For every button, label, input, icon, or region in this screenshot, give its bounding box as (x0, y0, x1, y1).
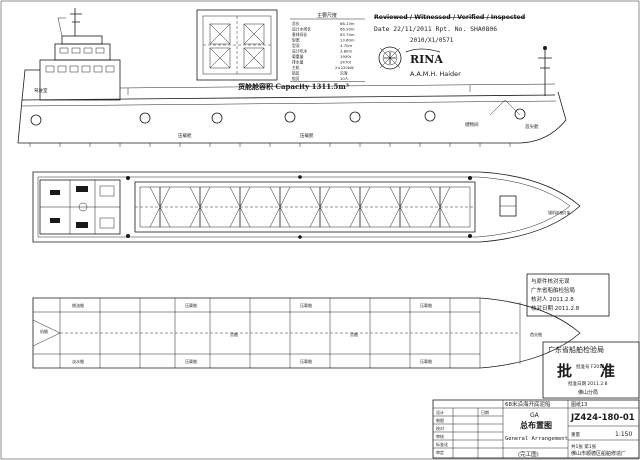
label-mast-note: 前桅灯架 (556, 210, 571, 215)
label-ballast-3: 压载舱 (300, 302, 312, 308)
tb-row-label: 校对 (436, 425, 444, 431)
particular-value: 4.70m (340, 43, 352, 48)
particular-label: 垂线间长 (292, 32, 307, 37)
tb-scale: 1:150 (615, 431, 632, 438)
tb-row-label: 设计 (436, 409, 444, 415)
stamp-date-line: Date 22/11/2011 Rpt. No. SHA0806 (374, 25, 497, 33)
frame-ticks (29, 143, 511, 147)
seal-number: 批准号 F2011-xx (576, 363, 612, 370)
label-engine: 机舱 (40, 328, 48, 334)
stamp-review-line: Reviewed / Witnessed / Verified / Inspec… (374, 14, 525, 21)
deck-plan-view: 锚机 前桅灯架 (32, 171, 581, 243)
particulars-title: 主要尺度 (317, 12, 337, 19)
tb-sheet-ref: 图纸13 (571, 401, 587, 408)
particular-value: 沿海 (340, 71, 348, 76)
deckhouse-windows (45, 47, 115, 73)
particular-label: 载重量 (292, 54, 304, 59)
particular-label: 船员 (292, 76, 300, 81)
tb-weight-label: 重量 (571, 431, 580, 438)
tb-row-label: 审核 (436, 433, 444, 439)
tb-drawing-no: JZ424-180-01 (570, 413, 635, 423)
particular-value: 10人 (340, 76, 349, 81)
particular-label: 航区 (292, 71, 300, 76)
particulars-rows: 总长 68.13m 设计水线长 66.50m 垂线间长 63.70m 型宽 13… (292, 21, 355, 81)
tb-vessel: 68米沿海开底泥船 (505, 400, 551, 408)
seal-header: 广东省船舶检验局 (548, 345, 604, 354)
particular-value: 2470t (340, 60, 352, 65)
particular-label: 型宽 (292, 38, 300, 43)
tb-row-label: 制图 (436, 417, 444, 423)
label-store: 储物间 (465, 121, 479, 128)
principal-particulars-table: 主要尺度 总长 68.13m 设计水线长 66.50m 垂线间长 63.70m … (290, 12, 365, 82)
seal-branch: 佛山分局 (578, 389, 598, 396)
approval-line-3: 核对人 2011.2.8 (531, 295, 574, 303)
approval-seal: 广东省船舶检验局 批 准 批准号 F2011-xx 批准日期 2011.2.8 … (542, 341, 640, 399)
rina-logo (378, 46, 402, 70)
deck-bollards (126, 175, 472, 239)
label-ballast-2: 压载舱 (185, 358, 197, 364)
particular-label: 主机 (292, 65, 300, 70)
stamp-surveyor: A.A.M.H. Haider (410, 70, 461, 78)
approval-line-1: 与原件核对无误 (531, 277, 570, 285)
approval-line-2: 广东省船舶检验局 (531, 286, 575, 294)
capacity-label: 货舱舱容积 Capacity 1311.5m³ (237, 82, 349, 91)
seal-date: 批准日期 2011.2.8 (568, 380, 608, 387)
tb-row-label-date: 日期 (481, 409, 489, 415)
tb-company: 佛山市顺德区船舶修造厂 (571, 450, 626, 457)
tb-status: (完工图) (518, 450, 539, 458)
accommodation-furniture (50, 185, 115, 229)
tb-row-label: 标准化 (436, 441, 448, 447)
tb-en-title: General Arrangement (505, 436, 568, 442)
label-forepeak: 首尖舱 (525, 123, 539, 130)
tb-sheet: 共1张 第1张 (571, 443, 597, 450)
label-ballast-1: 压载舱 (185, 302, 197, 308)
label-forepeak-plan: 首尖舱 (530, 331, 542, 337)
label-fuel: 燃油舱 (72, 302, 84, 308)
hatch-detail-inset (196, 9, 278, 81)
tb-cn-title: 总布置图 (520, 420, 552, 430)
label-anchor: 锚机 (548, 209, 556, 215)
label-fw: 淡水舱 (72, 358, 84, 364)
label-ballast-profile-2: 压载舱 (300, 132, 314, 139)
particular-value: 1950t (340, 54, 352, 59)
label-hold-2: 货舱 (350, 331, 358, 337)
particular-label: 总长 (292, 21, 300, 26)
title-block: 设计 制图 校对 审核 标准化 审定 日期 68米沿海开底泥船 图纸13 GA … (432, 399, 640, 459)
particular-value: 63.70m (340, 32, 355, 37)
tb-row-label: 审定 (436, 449, 444, 455)
particular-label: 排水量 (292, 60, 304, 65)
label-deckhouse: 驾驶室 (34, 87, 48, 94)
label-ballast-profile: 压载舱 (178, 132, 192, 139)
approval-line-4: 核对日期 2011.2.8 (531, 304, 580, 312)
seal-body-right: 准 (600, 362, 615, 380)
particular-label: 设计水线长 (292, 27, 311, 32)
particular-value: 66.50m (340, 27, 355, 32)
label-ballast-4: 压载舱 (300, 358, 312, 364)
title-block-row-labels: 设计 制图 校对 审核 标准化 审定 日期 (436, 409, 489, 455)
stamp-hand-line: 2010/X1/0571 (410, 37, 454, 44)
seal-body-left: 批 (557, 362, 572, 380)
particular-value: 68.13m (340, 21, 355, 26)
particular-label: 设计吃水 (292, 49, 307, 54)
particular-value: 13.60m (340, 38, 355, 43)
stamp-society: RINA (410, 53, 443, 66)
particular-label: 型深 (292, 43, 300, 48)
profile-portholes (30, 108, 526, 126)
profile-view: 驾驶室 首尖舱 储物间 压载舱 压载舱 货舱舱容积 Capacity 1311.… (17, 8, 567, 147)
tank-plan-view: 机舱 燃油舱 淡水舱 压载舱 压载舱 压载舱 压载舱 压载舱 压载舱 货舱 货舱… (32, 297, 581, 369)
particular-value: 2×220kW (335, 65, 354, 70)
label-ballast-5: 压载舱 (420, 302, 432, 308)
label-ballast-6: 压载舱 (420, 358, 432, 364)
particular-value: 3.80m (340, 49, 352, 54)
label-hold-1: 货舱 (230, 331, 238, 337)
rina-review-stamp: Reviewed / Witnessed / Verified / Inspec… (374, 14, 525, 78)
approval-box: 与原件核对无误 广东省船舶检验局 核对人 2011.2.8 核对日期 2011.… (526, 273, 610, 317)
tb-code: GA (530, 412, 540, 419)
